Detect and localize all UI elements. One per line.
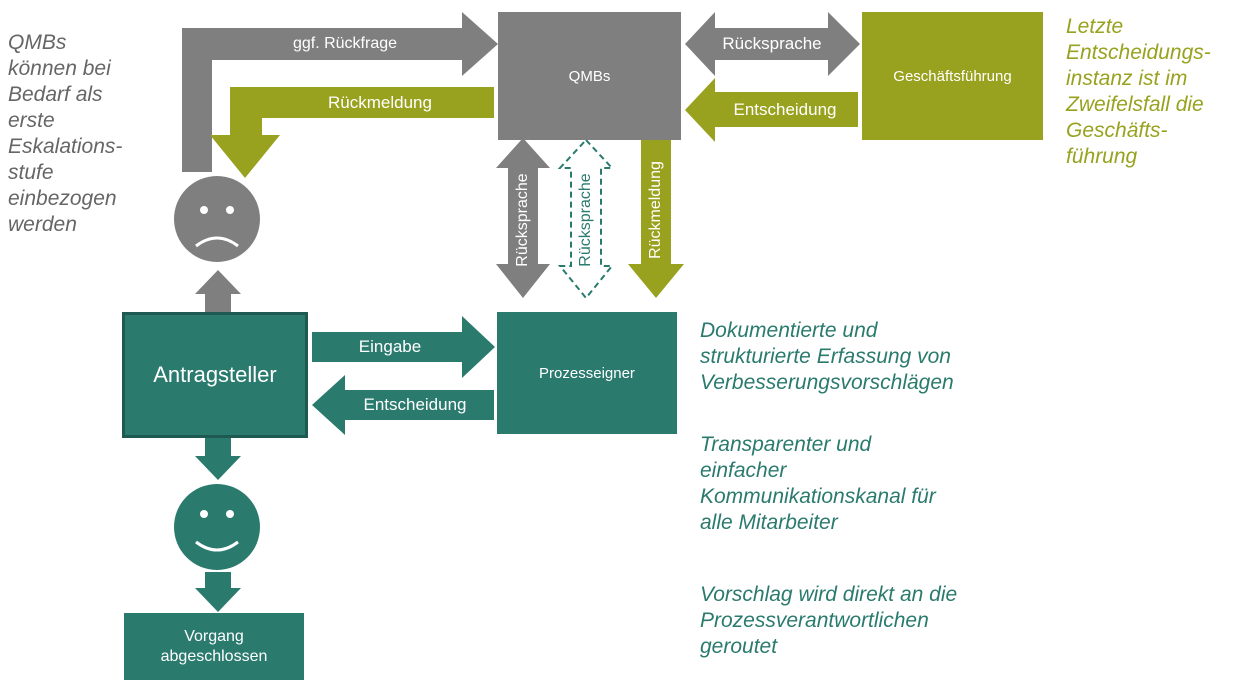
eingabe-label: Eingabe (358, 337, 422, 356)
note-right-top-line: instanz ist im (1066, 67, 1188, 90)
down-arrow-to-vorgang (195, 572, 241, 612)
up-arrow-to-sad (195, 270, 241, 312)
note-right-top-line: Entscheidungs- (1066, 41, 1211, 64)
ruecksprache-dashed-arrow (557, 138, 615, 300)
happy-face-icon (174, 484, 260, 570)
ruecksprache-dashed-label: Rücksprache (577, 173, 594, 267)
ruecksprache-vertical-label: Rücksprache (514, 173, 531, 267)
note-right-2: Transparenter und einfacher Kommunikatio… (700, 432, 936, 536)
prozesseigner-node: Prozesseigner (497, 312, 677, 434)
note-right-top-line: Zweifelsfall die (1066, 93, 1204, 116)
vorgang-node: Vorgang abgeschlossen (124, 613, 304, 680)
note-left-line: erste (8, 109, 55, 132)
note-right-top-line: führung (1066, 145, 1138, 168)
entscheidung-bottom-label: Entscheidung (363, 395, 467, 414)
rueckmeldung-vertical-arrow (628, 140, 684, 298)
rueckmeldung-top-label: Rückmeldung (328, 92, 432, 112)
note-right-2-line: alle Mitarbeiter (700, 511, 838, 534)
note-right-1-line: strukturierte Erfassung von (700, 345, 951, 368)
note-left: QMBs können bei Bedarf als erste Eskalat… (8, 30, 122, 238)
rueckfrage-label: ggf. Rückfrage (292, 35, 398, 52)
ruecksprache-vertical-arrow (496, 138, 550, 298)
rueckfrage-arrow (182, 12, 498, 172)
note-left-line: können bei (8, 57, 111, 80)
ruecksprache-top-arrow (685, 12, 860, 76)
entscheidung-top-label: Entscheidung (733, 100, 837, 119)
note-left-line: QMBs (8, 31, 67, 54)
note-right-2-line: Transparenter und (700, 433, 872, 456)
note-left-line: einbezogen (8, 187, 117, 210)
qmbs-label: QMBs (568, 67, 611, 85)
note-right-1-line: Verbesserungsvorschlägen (700, 371, 954, 394)
note-right-3-line: Vorschlag wird direkt an die (700, 583, 958, 606)
note-right-2-line: Kommunikationskanal für (700, 485, 936, 508)
note-right-3-line: geroutet (700, 635, 778, 658)
note-left-line: werden (8, 213, 77, 236)
rueckmeldung-vertical-label: Rückmeldung (647, 161, 664, 259)
note-right-2-line: einfacher (700, 459, 787, 482)
sad-face-icon (174, 176, 260, 262)
note-right-3-line: Prozessverantwortlichen (700, 609, 929, 632)
note-left-line: Bedarf als (8, 83, 103, 106)
note-right-3: Vorschlag wird direkt an die Prozessvera… (700, 582, 957, 660)
ruecksprache-top-label: Rücksprache (722, 34, 822, 53)
eingabe-arrow (312, 316, 495, 378)
note-left-line: stufe (8, 161, 54, 184)
note-right-top-line: Geschäfts- (1066, 119, 1168, 142)
vorgang-label-line1: Vorgang (184, 627, 244, 645)
geschaeftsfuehrung-label: Geschäftsführung (893, 67, 1012, 85)
note-right-1-line: Dokumentierte und (700, 319, 878, 342)
qmbs-node: QMBs (498, 12, 681, 140)
entscheidung-bottom-arrow (312, 375, 494, 435)
note-right-top: Letzte Entscheidungs- instanz ist im Zwe… (1066, 14, 1211, 170)
down-arrow-to-happy (195, 438, 241, 480)
geschaeftsfuehrung-node: Geschäftsführung (862, 12, 1043, 140)
rueckmeldung-top-arrow (210, 87, 494, 178)
antragsteller-label: Antragsteller (153, 362, 277, 387)
entscheidung-top-arrow (685, 78, 858, 142)
note-left-line: Eskalations- (8, 135, 123, 158)
vorgang-label-line2: abgeschlossen (160, 647, 268, 665)
note-right-1: Dokumentierte und strukturierte Erfassun… (700, 318, 954, 396)
antragsteller-node: Antragsteller (122, 312, 308, 438)
prozesseigner-label: Prozesseigner (539, 364, 635, 382)
note-right-top-line: Letzte (1066, 15, 1124, 38)
